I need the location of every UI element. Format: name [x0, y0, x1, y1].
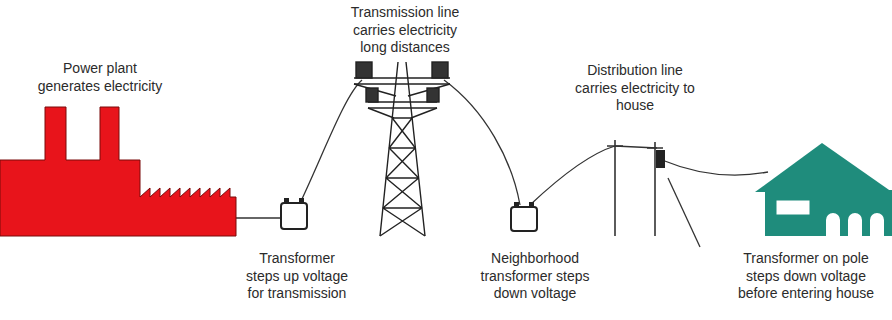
insulator: [427, 88, 439, 102]
transformer-box: [281, 203, 307, 229]
tower-lattice: [380, 118, 425, 236]
caption-label: Transformer on pole steps down voltage b…: [730, 250, 882, 303]
transformer-terminal: [299, 198, 304, 204]
wire: [444, 80, 520, 205]
house-window: [776, 200, 810, 215]
tower-brace: [354, 84, 450, 118]
caption-label: Power plant generates electricity: [30, 60, 170, 95]
pole: [654, 142, 656, 236]
transformer-terminal: [284, 198, 289, 204]
wire: [301, 80, 362, 201]
power-plant: [0, 107, 236, 236]
leader-line: [668, 178, 700, 247]
wire: [235, 217, 283, 218]
tower-leg: [380, 62, 425, 236]
transformer-terminal: [514, 202, 519, 208]
caption-label: Transformer steps up voltage for transmi…: [242, 250, 352, 303]
insulator: [366, 88, 378, 102]
utility-poles: [607, 140, 665, 236]
transmission-tower: [354, 62, 450, 236]
caption-label: Neighborhood transformer steps down volt…: [473, 250, 597, 303]
wire: [662, 160, 768, 175]
pole: [614, 140, 616, 236]
power-wires: [235, 80, 768, 247]
crossarm: [607, 146, 663, 148]
neighborhood-transformer: [511, 202, 537, 231]
wire: [530, 146, 615, 205]
factory-building: [0, 107, 236, 236]
transformer-box: [511, 207, 537, 231]
house: [755, 143, 892, 236]
step-up-transformer: [281, 198, 307, 229]
pole-transformer: [656, 150, 665, 168]
insulator: [356, 62, 372, 78]
house-door: [826, 213, 884, 236]
house-wall: [765, 190, 892, 236]
caption-label: Transmission line carries electricity lo…: [340, 4, 470, 57]
transformer-terminal: [529, 202, 534, 208]
insulator: [432, 62, 448, 78]
caption-label: Distribution line carries electricity to…: [573, 62, 697, 115]
house-roof: [755, 143, 892, 192]
tower-arm: [354, 78, 450, 108]
